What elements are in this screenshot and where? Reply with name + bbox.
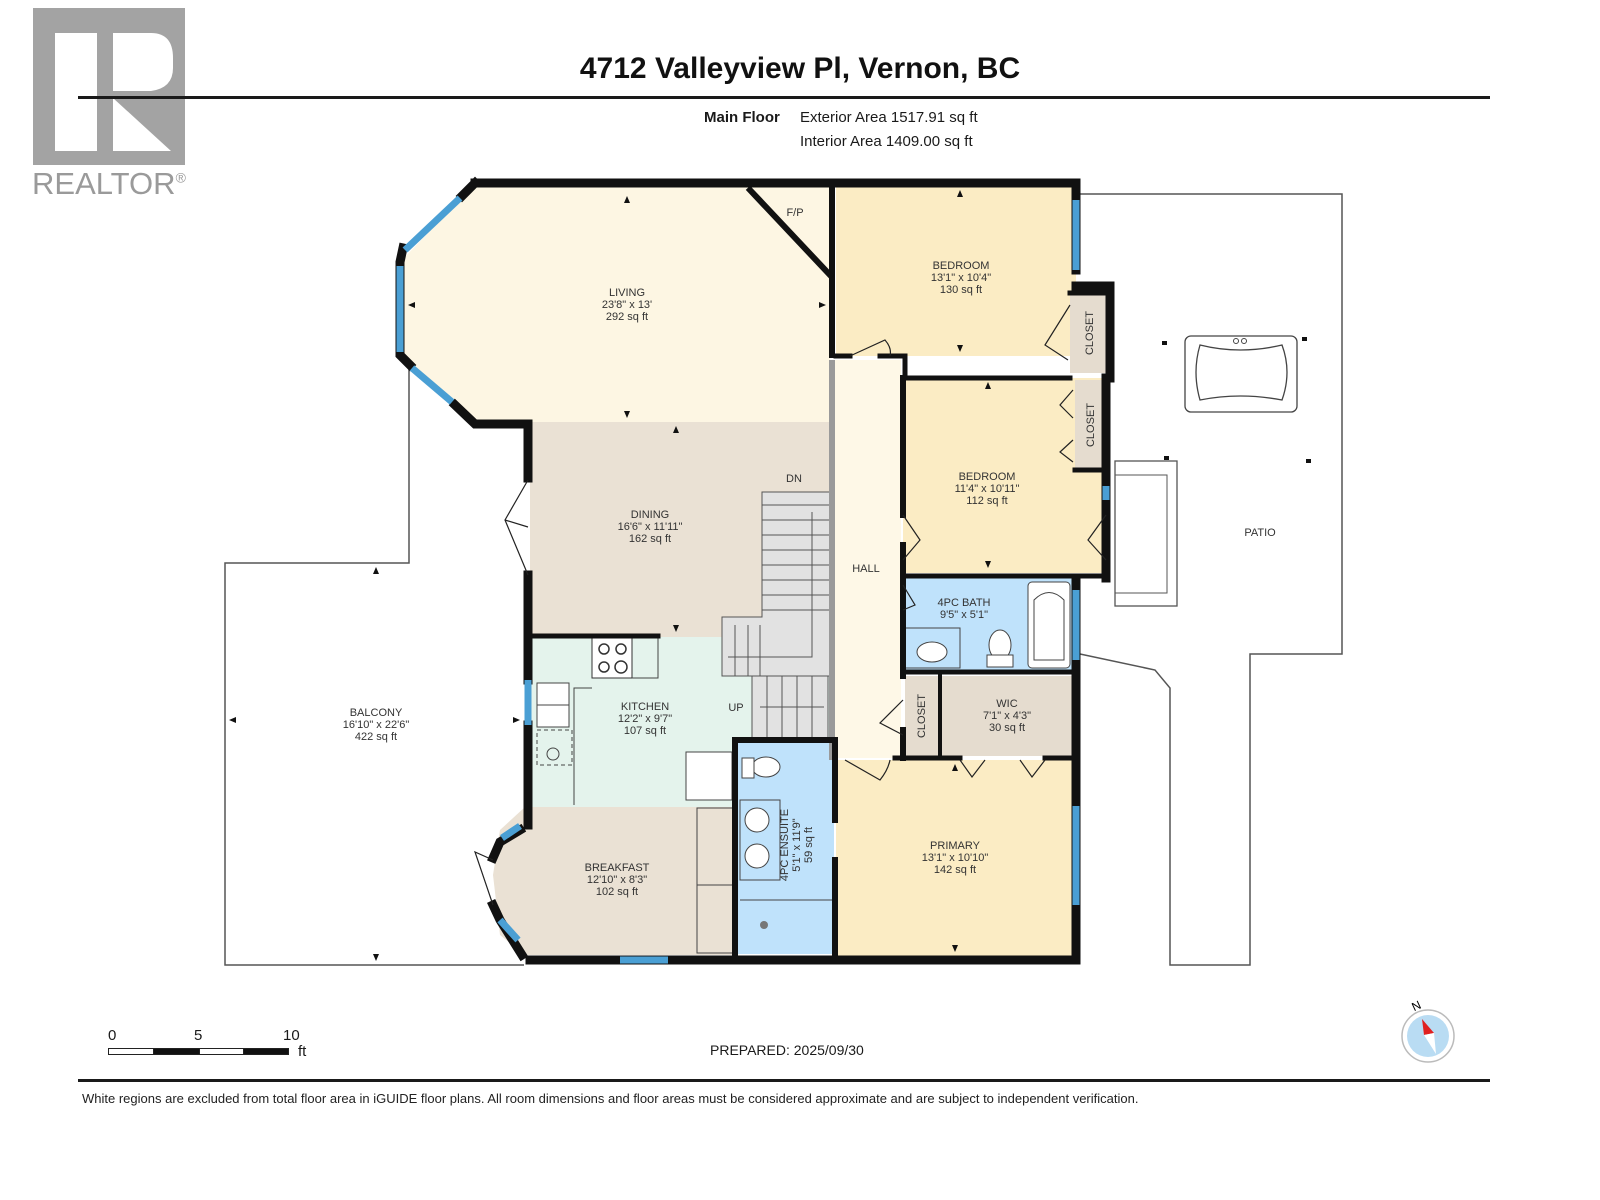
realtor-r-icon: [55, 33, 173, 151]
closet-label-3: CLOSET: [916, 693, 928, 739]
stairs: [721, 491, 831, 739]
bedroom2-fill: [903, 378, 1108, 573]
disclaimer-text: White regions are excluded from total fl…: [82, 1091, 1139, 1106]
scale-unit: ft: [298, 1043, 307, 1060]
primary-fill: [836, 760, 1076, 956]
realtor-wordmark: REALTOR®: [32, 166, 186, 201]
stairs-up-label: UP: [728, 702, 744, 714]
footer-divider: [78, 1079, 1490, 1082]
interior-area: Interior Area 1409.00 sq ft: [800, 133, 973, 150]
dimension-arrows: [229, 190, 991, 961]
compass-icon: N: [1398, 996, 1458, 1066]
doors: [473, 304, 1107, 906]
closet-label-2: CLOSET: [1085, 402, 1097, 448]
breakfast-fill: [493, 807, 735, 955]
fridge-icon: [685, 751, 733, 801]
ensuite-sink-icon: [744, 807, 770, 833]
scale-tick-0: 0: [108, 1027, 117, 1044]
bedroom1-fill: [836, 186, 1076, 356]
stove-icon: [591, 635, 633, 679]
hall-label: HALL: [852, 563, 880, 575]
hall-fill: [835, 360, 901, 758]
scale-tick-5: 5: [194, 1027, 203, 1044]
windows: [396, 195, 1110, 964]
balcony-outline: [224, 368, 524, 966]
wic-fill: [942, 676, 1072, 756]
closet-hall-fill: [905, 676, 940, 756]
fireplace-label: F/P: [786, 207, 804, 219]
page-title: 4712 Valleyview Pl, Vernon, BC: [579, 52, 1021, 85]
realtor-logo: [33, 8, 185, 165]
living-fill: [400, 183, 830, 422]
patio-label: PATIO: [1244, 527, 1276, 539]
scale-tick-10: 10: [283, 1027, 300, 1044]
floor-name: Main Floor: [704, 109, 780, 126]
prepared-date: PREPARED: 2025/09/30: [710, 1042, 864, 1058]
hot-tub-icon: [1184, 335, 1298, 413]
ensuite-toilet-icon: [751, 756, 781, 778]
patio-outline: [1078, 193, 1343, 966]
stairs-down-label: DN: [786, 473, 802, 485]
bathtub-icon: [1027, 581, 1071, 669]
dishwasher-icon: [536, 729, 573, 766]
shower-icon: [760, 921, 768, 929]
title-divider: [78, 96, 1490, 99]
closet-label-1: CLOSET: [1084, 310, 1096, 356]
exterior-area: Exterior Area 1517.91 sq ft: [800, 109, 978, 126]
bath-sink-icon: [916, 641, 948, 663]
closet1-fill: [1070, 293, 1110, 373]
